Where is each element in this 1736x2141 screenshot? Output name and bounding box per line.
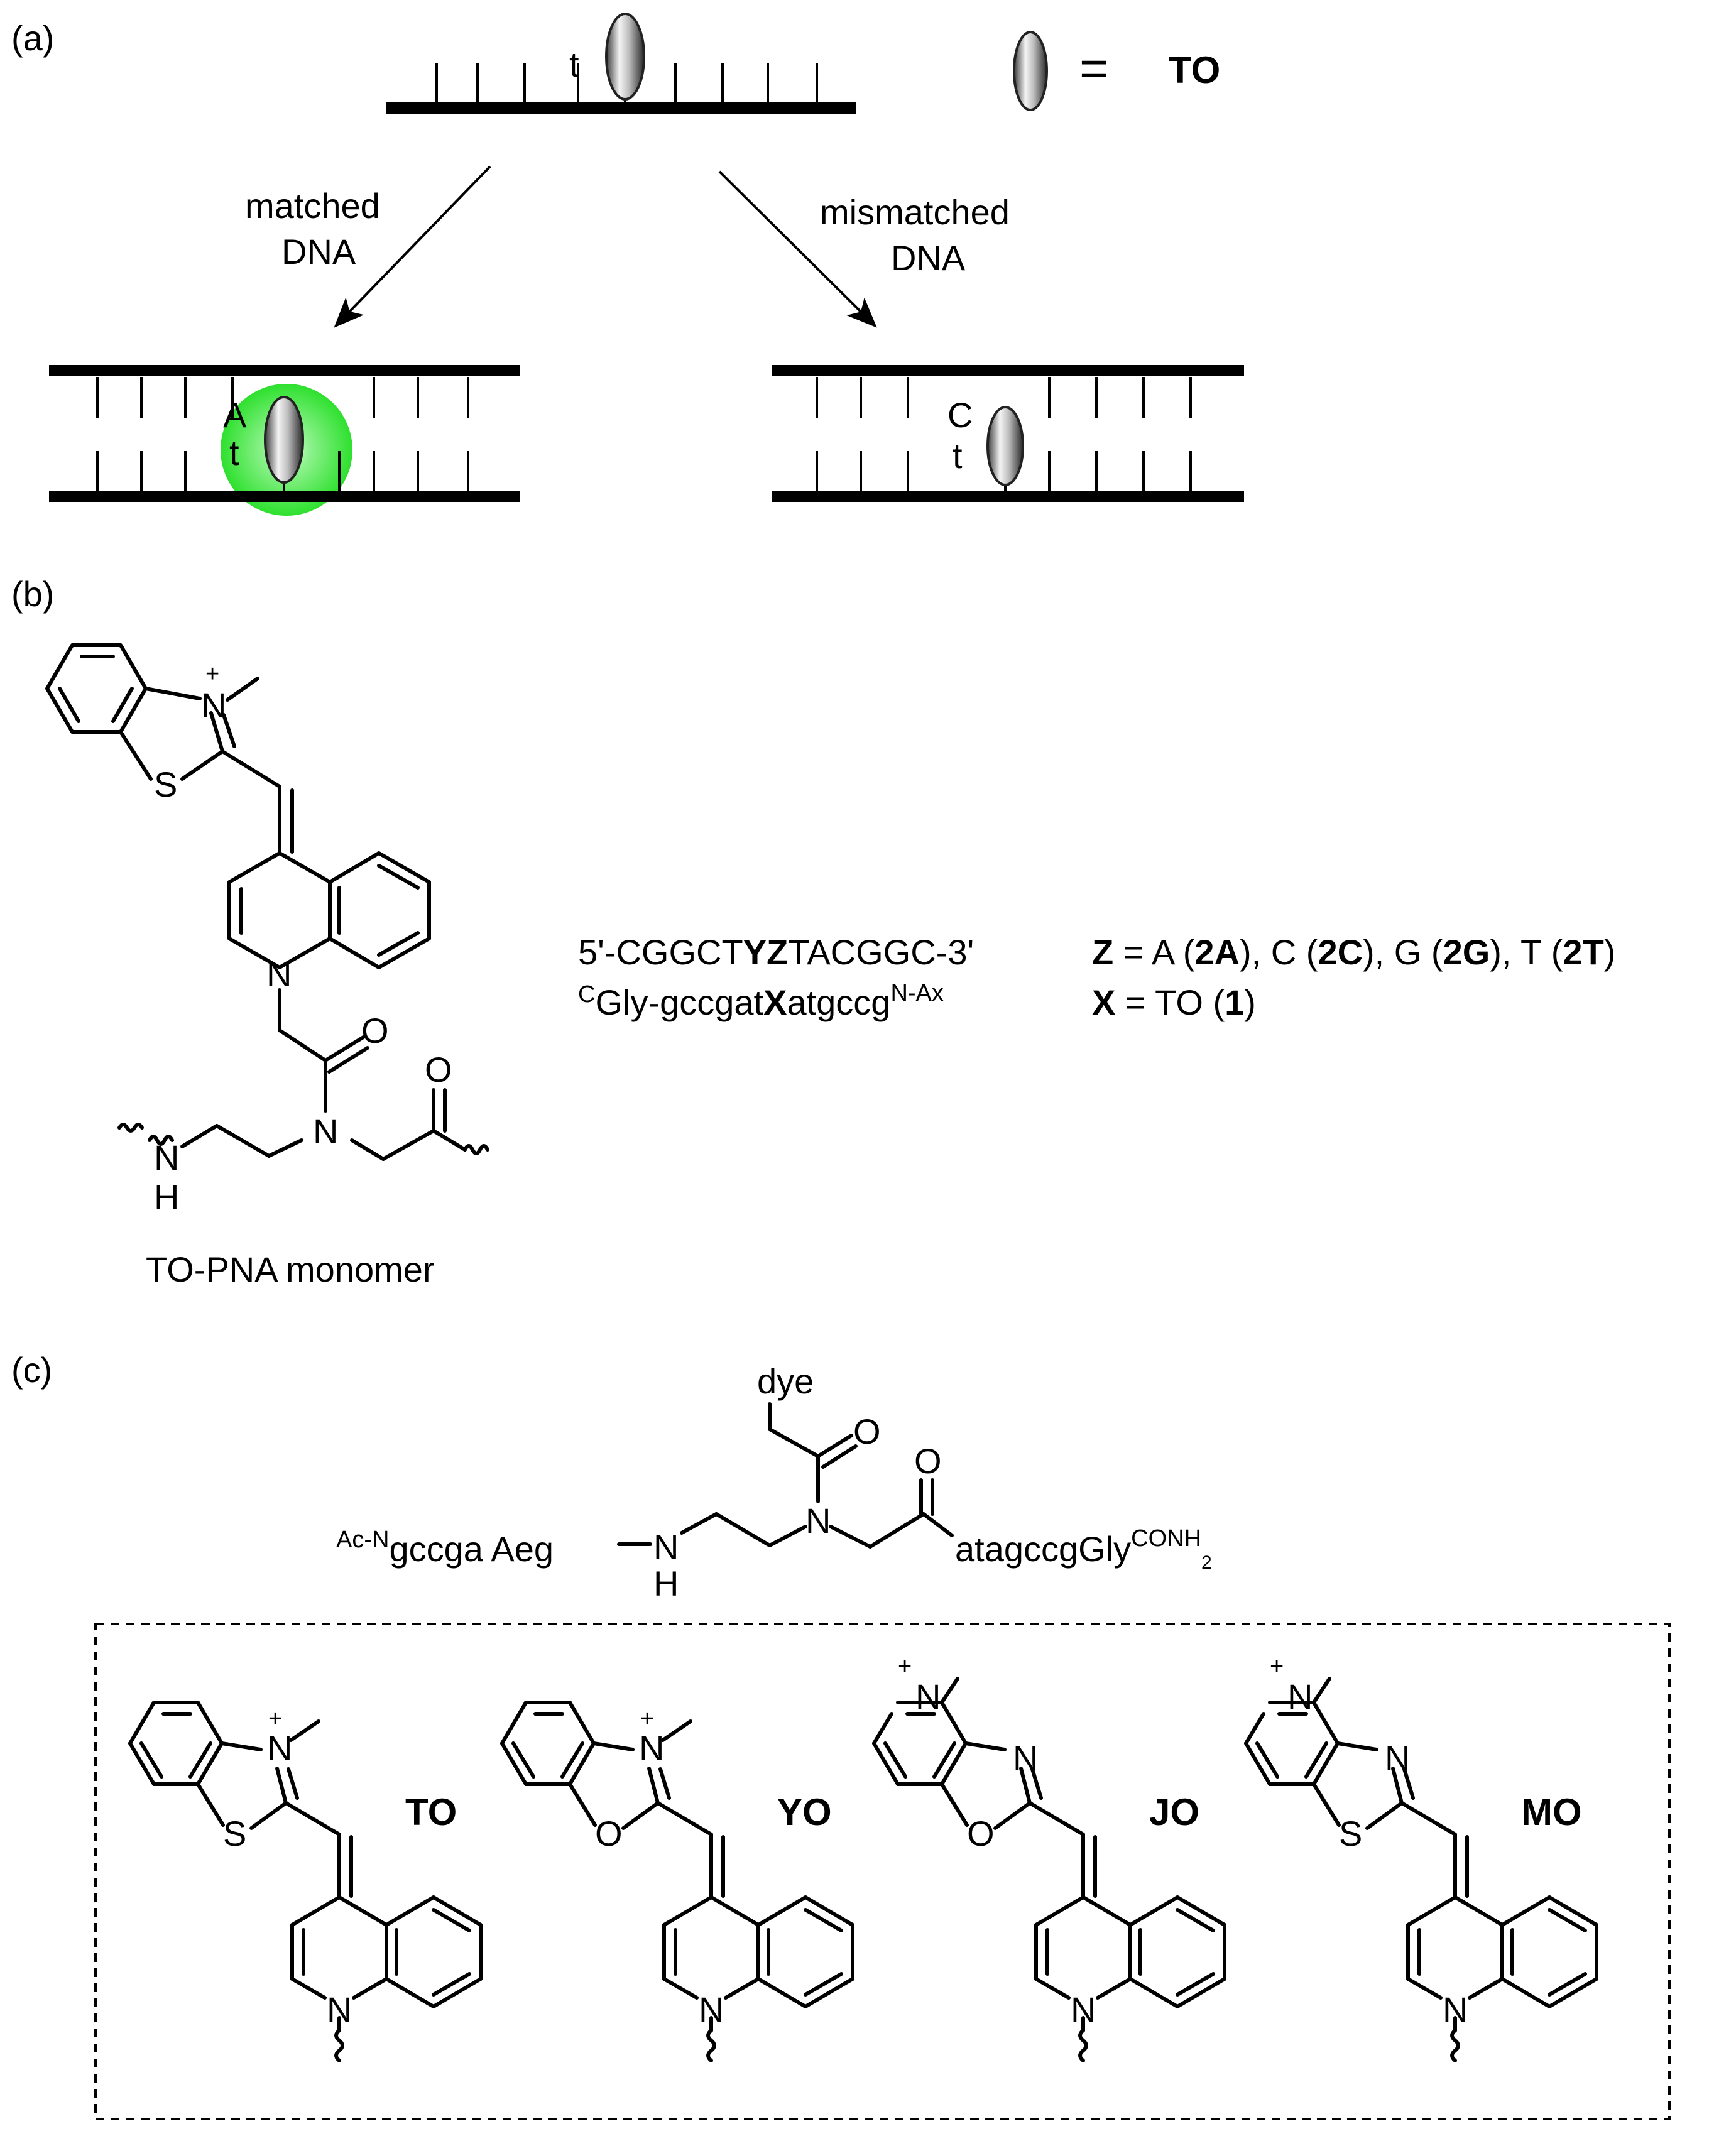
matched-top-base: A xyxy=(223,395,247,435)
pna-dye-backbone-structure: dye O O N N H Ac-Ngccga Aeg atagccgGlyCO… xyxy=(336,1361,1212,1603)
matched-label-line2: DNA xyxy=(281,232,356,271)
dye-quinoline-n: N xyxy=(327,1990,352,2029)
arrow-matched xyxy=(334,165,491,328)
dye-n-charge: + xyxy=(268,1706,282,1732)
atom-n-center: N xyxy=(805,1501,831,1540)
mismatched-bottom-base: t xyxy=(953,436,963,476)
legend-oval-icon xyxy=(1013,31,1048,111)
dye-name-label: YO xyxy=(777,1791,832,1833)
pna-right-sequence: atagccgGlyCONH2 xyxy=(955,1525,1212,1573)
dye-label: dye xyxy=(757,1361,814,1401)
dye-structures-box xyxy=(94,1623,1671,2120)
matched-dye-oval xyxy=(264,396,304,484)
dye-heteroatom: O xyxy=(595,1814,623,1853)
dye-quinoline-n: N xyxy=(1443,1990,1468,2029)
atom-h-nh: H xyxy=(653,1564,679,1603)
dye-heteroatom: O xyxy=(967,1814,995,1853)
dye-ring-n: N xyxy=(639,1728,664,1768)
matched-duplex: A t xyxy=(49,365,520,516)
dye-heteroatom: S xyxy=(1339,1814,1362,1853)
legend-equals: = xyxy=(1079,40,1109,96)
atom-o-amide-1: O xyxy=(361,1011,389,1050)
dye-name-label: JO xyxy=(1149,1791,1199,1833)
dye-ring-n: N xyxy=(267,1728,292,1768)
dye-name-label: TO xyxy=(405,1791,457,1833)
atom-n-amide: N xyxy=(313,1111,338,1151)
probe-strand: t xyxy=(386,13,856,114)
mismatched-duplex: C t xyxy=(772,365,1244,502)
dye-n-charge: + xyxy=(640,1706,654,1732)
atom-s-benzothiazole: S xyxy=(154,765,177,804)
to-dye-oval xyxy=(605,13,645,101)
mismatched-label-line2: DNA xyxy=(891,238,966,278)
monomer-caption: TO-PNA monomer xyxy=(146,1250,435,1289)
pna-left-sequence: Ac-Ngccga Aeg xyxy=(336,1527,554,1569)
dye-heteroatom: S xyxy=(223,1814,246,1853)
dye-quinoline-n: N xyxy=(1071,1990,1096,2029)
atom-n-amine: N xyxy=(154,1138,179,1177)
mismatched-label-line1: mismatched xyxy=(820,192,1010,232)
to-pna-monomer-structure: + N S N O O N N H xyxy=(45,643,489,1217)
x-definition: X = TO (1) xyxy=(1092,983,1256,1022)
mismatched-top-base: C xyxy=(947,395,973,435)
probe-base-label: t xyxy=(569,45,579,84)
panel-c: (c) dye O O N N H Ac-Ngccga Aeg atagccgG… xyxy=(11,1350,1671,2120)
atom-o-amide-2: O xyxy=(425,1050,452,1089)
atom-n-plus: + xyxy=(205,661,219,687)
pna-probe-sequence: CGly-gccgatXatgccgN-Ax xyxy=(578,980,944,1022)
z-definition: Z = A (2A), C (2C), G (2G), T (2T) xyxy=(1092,932,1615,972)
dye-pyridine-n: N xyxy=(1287,1677,1313,1716)
atom-o-right: O xyxy=(914,1441,942,1481)
mismatched-dye-oval xyxy=(986,406,1024,486)
panel-a: (a) t = TO matched DNA mismatched DNA xyxy=(11,13,1244,516)
panel-b: (b) xyxy=(11,574,1615,1289)
dye-pyridinium-charge: + xyxy=(1270,1653,1284,1680)
arrow-mismatched xyxy=(718,170,877,328)
panel-b-label: (b) xyxy=(11,574,54,614)
atom-n-benzothiazole: N xyxy=(201,685,226,725)
matched-bottom-base: t xyxy=(229,433,239,472)
dye-ring-n: N xyxy=(1013,1738,1038,1778)
atom-n-quinoline: N xyxy=(266,954,292,994)
dye-ring-n: N xyxy=(1385,1738,1410,1778)
dye-quinoline-n: N xyxy=(699,1990,724,2029)
atom-o-top: O xyxy=(853,1412,881,1451)
dye-name-label: MO xyxy=(1521,1791,1582,1833)
matched-label-line1: matched xyxy=(245,186,380,226)
panel-a-label: (a) xyxy=(11,18,54,58)
atom-h-amine: H xyxy=(154,1177,179,1217)
legend: = TO xyxy=(1013,31,1220,111)
atom-n-nh: N xyxy=(653,1527,679,1567)
legend-to-label: TO xyxy=(1169,49,1220,91)
dye-pyridinium-charge: + xyxy=(898,1653,912,1680)
dna-target-sequence: 5'-CGGCTYZTACGGC-3' xyxy=(578,932,974,972)
panel-c-label: (c) xyxy=(11,1350,52,1390)
dye-pyridine-n: N xyxy=(915,1677,941,1716)
